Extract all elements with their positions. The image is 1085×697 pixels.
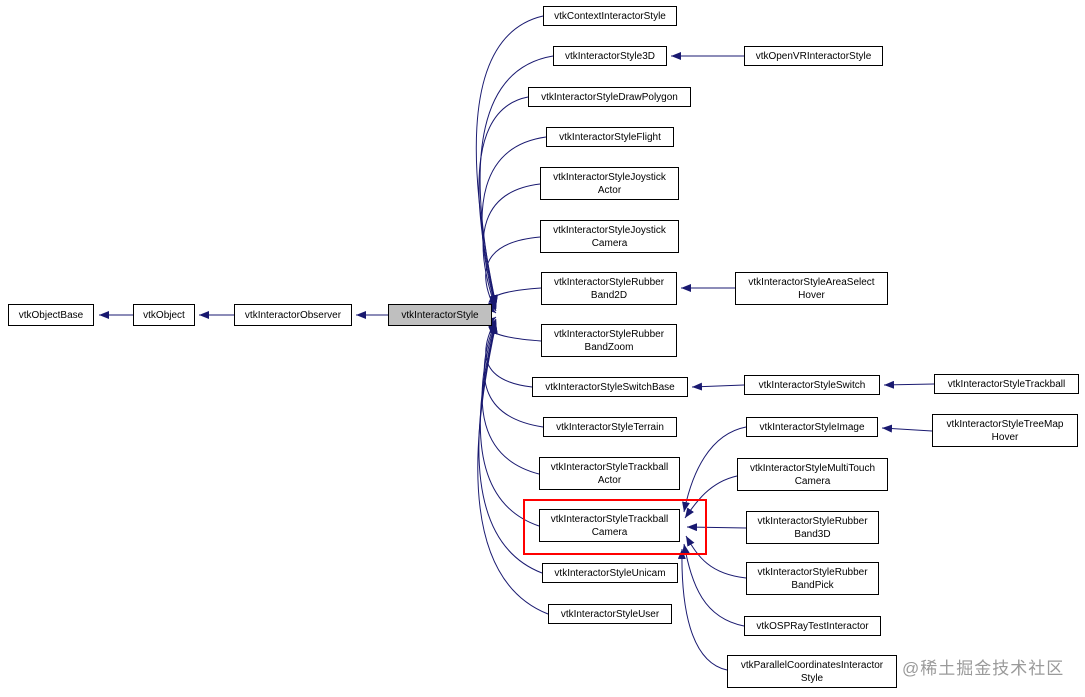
edge-vtkInteractorStyleUser-to-vtkInteractorStyle	[477, 323, 549, 615]
node-vtkInteractorStyleTrackballCamera[interactable]: vtkInteractorStyleTrackball Camera	[539, 509, 680, 542]
edge-vtkOSPRayTestInteractor-to-vtkInteractorStyleTrackballCamera	[681, 543, 745, 627]
edge-vtkInteractorStyleDrawPolygon-to-vtkInteractorStyle	[478, 96, 529, 308]
edge-vtkContextInteractorStyle-to-vtkInteractorStyle	[475, 15, 544, 306]
edge-vtkInteractorStyleSwitch-to-vtkInteractorStyleSwitchBase	[691, 382, 745, 391]
edge-vtkInteractorStyleJoystickActor-to-vtkInteractorStyle	[482, 183, 541, 310]
node-vtkInteractorStyleTrackball[interactable]: vtkInteractorStyleTrackball	[934, 374, 1079, 394]
edge-vtkInteractorStyleTrackball-to-vtkInteractorStyleSwitch	[883, 380, 935, 389]
node-vtkInteractorStyleMultiTouchCamera[interactable]: vtkInteractorStyleMultiTouch Camera	[737, 458, 888, 491]
edge-vtkInteractorStyleJoystickCamera-to-vtkInteractorStyle	[485, 236, 541, 312]
edge-vtkInteractorStyleTrackballCamera-to-vtkInteractorStyle	[479, 321, 540, 527]
edge-vtkInteractorStyleTreeMapHover-to-vtkInteractorStyleImage	[881, 424, 933, 433]
node-vtkInteractorStyleTerrain[interactable]: vtkInteractorStyleTerrain	[543, 417, 677, 437]
node-vtkObjectBase[interactable]: vtkObjectBase	[8, 304, 94, 326]
node-vtkInteractorStyleRubberBand3D[interactable]: vtkInteractorStyleRubber Band3D	[746, 511, 879, 544]
node-vtkOSPRayTestInteractor[interactable]: vtkOSPRayTestInteractor	[744, 616, 881, 636]
node-vtkInteractorObserver[interactable]: vtkInteractorObserver	[234, 304, 352, 326]
edge-vtkInteractorStyleTrackballActor-to-vtkInteractorStyle	[481, 320, 540, 475]
node-vtkInteractorStyleFlight[interactable]: vtkInteractorStyleFlight	[546, 127, 674, 147]
node-vtkInteractorStyleSwitch[interactable]: vtkInteractorStyleSwitch	[744, 375, 880, 395]
node-vtkInteractorStyle3D[interactable]: vtkInteractorStyle3D	[553, 46, 667, 66]
node-vtkInteractorStyleRubberBand2D[interactable]: vtkInteractorStyleRubber Band2D	[541, 272, 677, 305]
edge-vtkInteractorStyleFlight-to-vtkInteractorStyle	[481, 136, 547, 309]
node-vtkInteractorStyleJoystickCamera[interactable]: vtkInteractorStyleJoystick Camera	[540, 220, 679, 253]
node-vtkInteractorStyleRubberBandZoom[interactable]: vtkInteractorStyleRubber BandZoom	[541, 324, 677, 357]
edge-vtkInteractorStyleMultiTouchCamera-to-vtkInteractorStyleTrackballCamera	[684, 475, 738, 519]
node-vtkInteractorStyle[interactable]: vtkInteractorStyle	[388, 304, 492, 326]
watermark-text: @稀土掘金技术社区	[902, 659, 1065, 678]
edge-vtkInteractorStyleRubberBandZoom-to-vtkInteractorStyle	[485, 316, 542, 342]
node-vtkInteractorStyleDrawPolygon[interactable]: vtkInteractorStyleDrawPolygon	[528, 87, 691, 107]
edge-vtkInteractorStyleTerrain-to-vtkInteractorStyle	[483, 319, 544, 428]
node-vtkInteractorStyleUnicam[interactable]: vtkInteractorStyleUnicam	[542, 563, 678, 583]
node-vtkInteractorStyleTreeMapHover[interactable]: vtkInteractorStyleTreeMap Hover	[932, 414, 1078, 447]
node-vtkInteractorStyleAreaSelectHover[interactable]: vtkInteractorStyleAreaSelect Hover	[735, 272, 888, 305]
edge-vtkInteractorStyleRubberBand2D-to-vtkInteractorStyle	[485, 287, 542, 314]
edge-vtkParallelCoordinatesInteractorStyle-to-vtkInteractorStyleTrackballCamera	[677, 548, 728, 671]
edge-vtkInteractorStyleUnicam-to-vtkInteractorStyle	[478, 322, 543, 574]
node-vtkObject[interactable]: vtkObject	[133, 304, 195, 326]
node-vtkInteractorStyleJoystickActor[interactable]: vtkInteractorStyleJoystick Actor	[540, 167, 679, 200]
node-vtkOpenVRInteractorStyle[interactable]: vtkOpenVRInteractorStyle	[744, 46, 883, 66]
edge-vtkInteractorStyleRubberBand3D-to-vtkInteractorStyleTrackballCamera	[686, 523, 747, 532]
node-vtkParallelCoordinatesInteractorStyle[interactable]: vtkParallelCoordinatesInteractor Style	[727, 655, 897, 688]
node-vtkInteractorStyleRubberBandPick[interactable]: vtkInteractorStyleRubber BandPick	[746, 562, 879, 595]
node-vtkInteractorStyleUser[interactable]: vtkInteractorStyleUser	[548, 604, 672, 624]
node-vtkInteractorStyleTrackballActor[interactable]: vtkInteractorStyleTrackball Actor	[539, 457, 680, 490]
node-vtkContextInteractorStyle[interactable]: vtkContextInteractorStyle	[543, 6, 677, 26]
node-vtkInteractorStyleImage[interactable]: vtkInteractorStyleImage	[746, 417, 878, 437]
node-vtkInteractorStyleSwitchBase[interactable]: vtkInteractorStyleSwitchBase	[532, 377, 688, 397]
edge-vtkInteractorStyleSwitchBase-to-vtkInteractorStyle	[485, 318, 533, 388]
edge-vtkInteractorStyleRubberBandPick-to-vtkInteractorStyleTrackballCamera	[685, 535, 747, 579]
